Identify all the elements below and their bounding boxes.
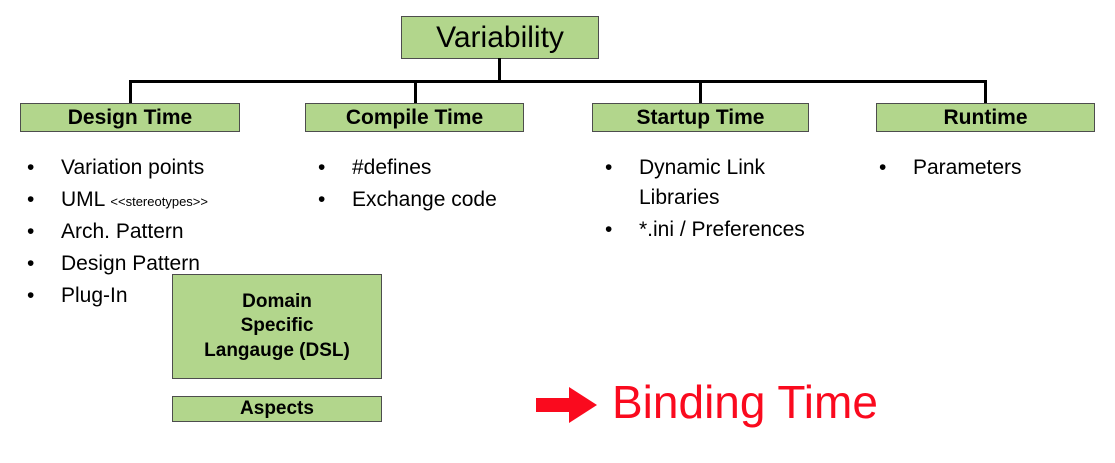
bullet-icon: • (605, 218, 613, 242)
connector-drop-runtime (984, 80, 987, 104)
binding-time-callout: Binding Time (536, 378, 878, 426)
dsl-line-3: Langauge (DSL) (204, 339, 350, 361)
list-item-label: *.ini / Preferences (639, 218, 805, 242)
bullet-list-design-time: • Variation points • UML <<stereotypes>>… (20, 153, 290, 313)
node-startup-time-label: Startup Time (636, 105, 765, 129)
right-arrow-icon (536, 387, 597, 423)
node-compile-time[interactable]: Compile Time (305, 103, 524, 132)
list-item: • UML <<stereotypes>> (20, 185, 290, 215)
bullet-icon: • (27, 220, 35, 244)
connector-drop-startup-time (699, 80, 702, 104)
node-aspects-label: Aspects (240, 397, 314, 419)
list-item-label: Design Pattern (61, 252, 200, 276)
bullet-list-compile-time: • #defines • Exchange code (311, 153, 551, 217)
bullet-icon: • (318, 188, 326, 212)
node-runtime[interactable]: Runtime (876, 103, 1095, 132)
connector-drop-compile-time (414, 80, 417, 104)
list-item-label: #defines (352, 156, 432, 179)
list-item: • *.ini / Preferences (598, 215, 858, 245)
node-domain-specific-language[interactable]: Domain Specific Langauge (DSL) (172, 274, 382, 379)
dsl-line-1: Domain (242, 291, 312, 313)
bullet-list-runtime: • Parameters (872, 153, 1102, 185)
dsl-line-2: Specific (240, 315, 314, 337)
list-item: • Variation points (20, 153, 290, 183)
bullet-icon: • (27, 156, 35, 179)
list-item-label: Plug-In (61, 284, 128, 308)
list-item-label: Dynamic Link Libraries (639, 156, 766, 210)
connector-horizontal-bus (130, 80, 987, 83)
list-item: • #defines (311, 153, 551, 183)
connector-drop-design-time (129, 80, 132, 104)
node-design-time-label: Design Time (67, 105, 193, 129)
bullet-icon: • (605, 156, 613, 179)
node-runtime-label: Runtime (943, 105, 1028, 129)
node-variability-label: Variability (436, 20, 564, 54)
bullet-icon: • (27, 252, 35, 276)
node-design-time[interactable]: Design Time (20, 103, 240, 132)
list-item-label: Arch. Pattern (61, 220, 184, 244)
bullet-icon: • (27, 284, 35, 308)
list-item: • Exchange code (311, 185, 551, 215)
list-item-stereotype: <<stereotypes>> (110, 194, 208, 210)
list-item: • Parameters (872, 153, 1102, 183)
node-startup-time[interactable]: Startup Time (592, 103, 809, 132)
list-item: • Dynamic Link Libraries (598, 153, 858, 213)
list-item-label: Exchange code (352, 188, 497, 212)
bullet-icon: • (879, 156, 887, 179)
connector-root-stem (498, 58, 501, 82)
bullet-icon: • (27, 188, 35, 212)
list-item-text: UML (61, 188, 111, 212)
node-aspects[interactable]: Aspects (172, 396, 382, 422)
list-item-label: UML <<stereotypes>> (61, 185, 290, 215)
list-item: • Design Pattern (20, 249, 290, 279)
list-item: • Plug-In (20, 281, 290, 311)
node-compile-time-label: Compile Time (345, 105, 484, 129)
list-item-label: Variation points (61, 156, 205, 179)
list-item: • Arch. Pattern (20, 217, 290, 247)
node-variability[interactable]: Variability (401, 16, 599, 59)
list-item-label: Parameters (913, 156, 1022, 179)
bullet-list-startup-time: • Dynamic Link Libraries • *.ini / Prefe… (598, 153, 858, 247)
binding-time-label: Binding Time (612, 376, 878, 428)
bullet-icon: • (318, 156, 326, 179)
